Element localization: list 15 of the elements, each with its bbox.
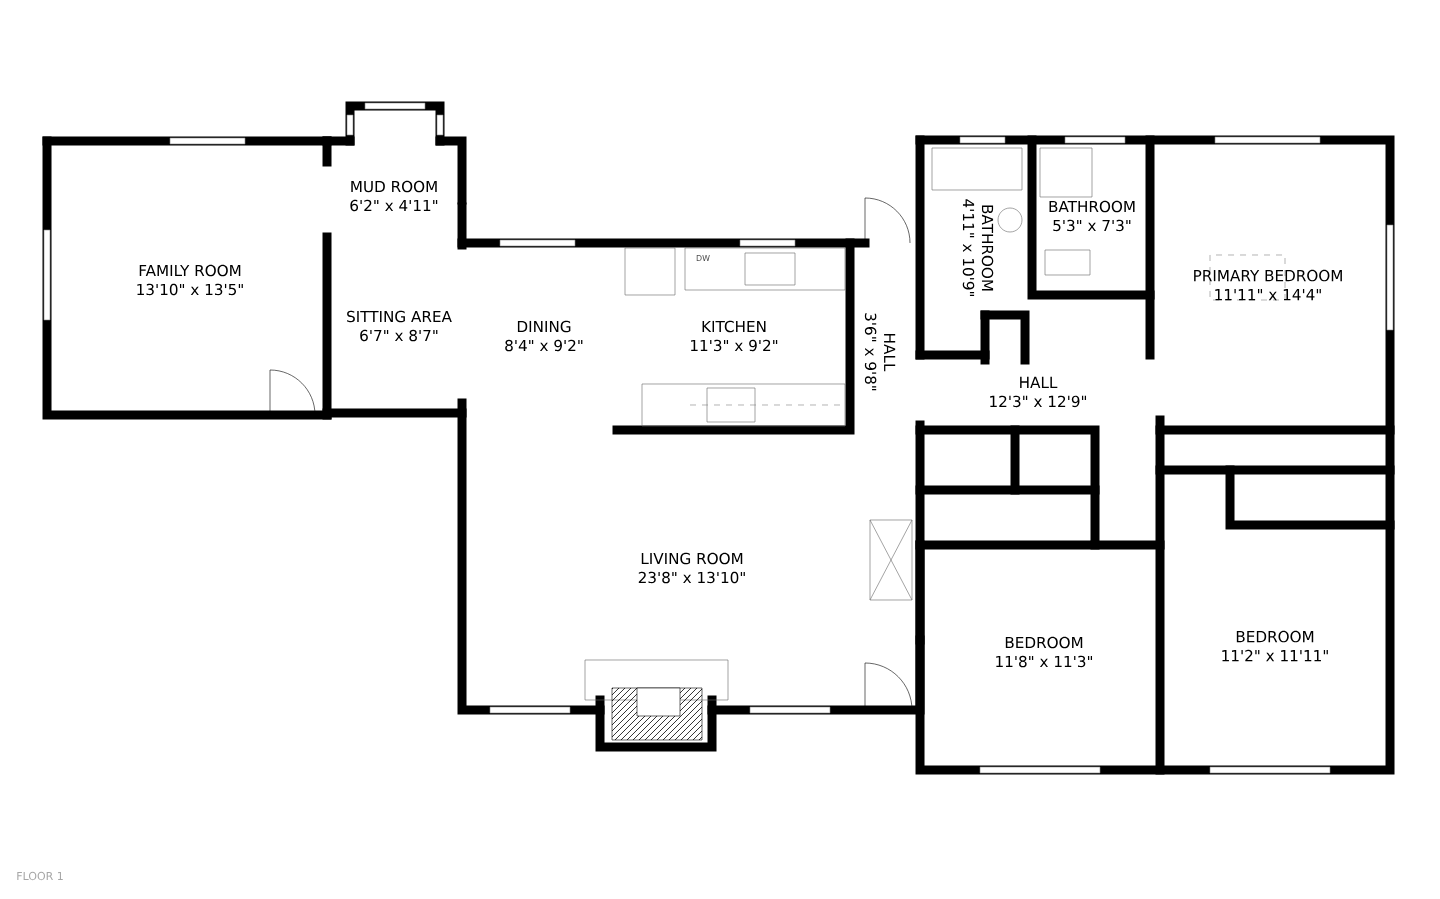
- floor-label: FLOOR 1: [17, 871, 63, 881]
- room-label: HALL 3'6" x 9'8": [864, 313, 896, 391]
- room-label: HALL 12'3" x 12'9": [990, 376, 1086, 408]
- room-label: PRIMARY BEDROOM 11'11" x 14'4": [1194, 269, 1342, 301]
- appliance-label: DW: [696, 255, 710, 261]
- room-label: MUD ROOM 6'2" x 4'11": [350, 180, 438, 212]
- room-label: FAMILY ROOM 13'10" x 13'5": [137, 264, 243, 296]
- room-label: BATHROOM 5'3" x 7'3": [1049, 200, 1135, 232]
- room-label: KITCHEN 11'3" x 9'2": [691, 320, 778, 352]
- room-label: BEDROOM 11'2" x 11'11": [1222, 630, 1328, 662]
- room-label: BATHROOM 4'11" x 10'9": [962, 199, 994, 296]
- room-label: LIVING ROOM 23'8" x 13'10": [638, 552, 745, 584]
- room-label: BEDROOM 11'8" x 11'3": [996, 636, 1092, 668]
- room-label: SITTING AREA 6'7" x 8'7": [347, 310, 452, 342]
- room-label: DINING 8'4" x 9'2": [505, 320, 583, 352]
